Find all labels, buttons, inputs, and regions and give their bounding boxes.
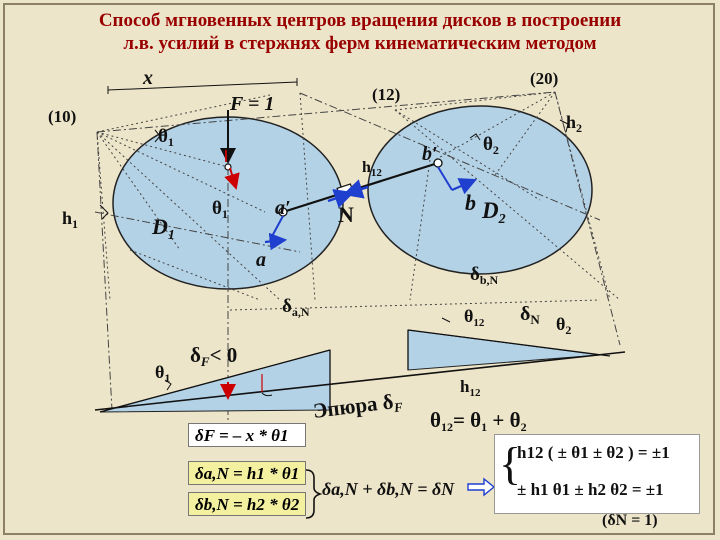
label-d2: D2 [481,198,506,227]
system-condition: (δN = 1) [602,512,658,529]
epure-angle-mark [164,379,172,391]
system-brace: { [499,438,522,489]
system-line2: ± h1 θ1 ± h2 θ2 = ±1 [517,480,664,499]
radius-a [269,215,284,241]
epure-left-line [99,349,331,413]
epure-right-line [407,329,611,357]
formula-delta-f: δF = – x * θ1 [188,423,306,447]
formula-delta-an: δa,N = h1 * θ1 [188,461,306,485]
slide-title-line1: Способ мгновенных центров вращения диско… [98,10,622,31]
slide-frame [3,3,715,535]
label-b: b [465,190,476,215]
label-theta1-top: θ1 [158,126,174,149]
system-line1: h12 ( ± θ1 ± θ2 ) = ±1 [517,443,670,462]
label-delta-an: δa,N [282,296,310,319]
label-a-prime: a′ [275,197,291,219]
label-h1: h1 [62,208,78,231]
label-theta12-low: θ12 [464,306,485,329]
displacement-a-arrow [264,232,288,251]
label-theta1-low: θ1 [155,362,170,385]
radius-b [437,166,453,191]
label-pole-12: (12) [372,85,400,104]
label-d1: D1 [151,214,175,243]
formula-delta-bn: δb,N = h2 * θ2 [188,492,306,516]
equation-system: { h12 ( ± θ1 ± θ2 ) = ±1 ± h1 θ1 ± h2 θ2… [494,434,700,514]
label-theta1-mid: θ1 [212,198,228,221]
label-delta-f-cond: δF< 0 [190,343,237,369]
label-delta-n: δN [520,303,540,327]
label-pole-10: (10) [48,107,76,126]
label-theta12-eq: θ12= θ1 + θ2 [430,408,527,434]
formula-sum: δa,N + δb,N = δN [322,479,455,499]
label-load: F = 1 [229,93,274,115]
label-h12: h12 [362,159,382,179]
label-delta-bn: δb,N [470,264,499,287]
label-h2: h2 [566,112,582,135]
implies-arrow [467,477,496,497]
displacement-b-arrow [451,178,478,195]
epure-baseline [94,351,626,411]
label-pole-20: (20) [530,69,558,88]
slide-title-line2: л.в. усилий в стержнях ферм кинематическ… [123,33,597,54]
dimension-markers [99,78,569,220]
force-n-arrow-right [342,179,369,199]
label-b-prime: b′ [422,143,438,165]
displacement-f-arrow [224,167,240,190]
epure-hook [261,392,273,397]
formula-brace [305,469,323,519]
epure-angle-mark-2 [441,317,451,323]
label-theta2-low: θ2 [556,314,571,337]
disk-d2 [367,105,593,275]
label-a: a [256,249,266,271]
label-n: N [338,202,354,227]
label-h12-low: h12 [460,377,481,399]
label-theta2-top: θ2 [483,134,499,157]
label-x: x [142,67,153,89]
